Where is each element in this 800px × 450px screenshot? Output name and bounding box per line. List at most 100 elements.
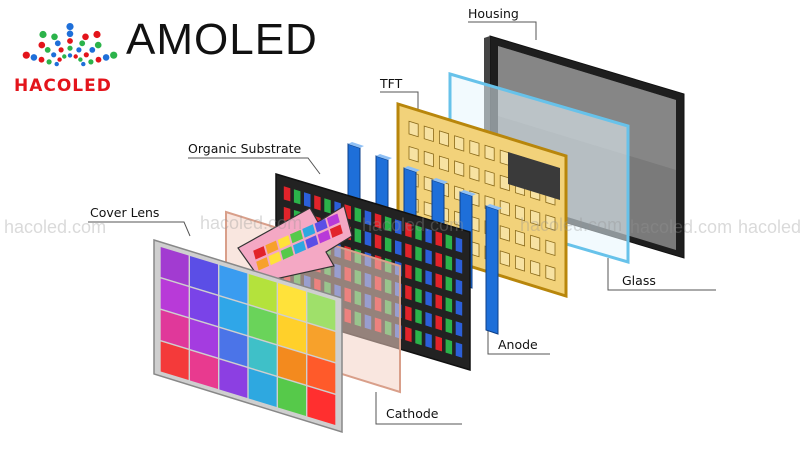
substrate-subpixel (455, 321, 463, 337)
logo-dot (78, 57, 83, 62)
lens-cell (248, 337, 277, 376)
logo-dot (66, 30, 74, 38)
brand-name: HACOLED (14, 76, 112, 96)
logo-dot (79, 40, 86, 47)
substrate-subpixel (405, 243, 412, 259)
logo-dot (88, 59, 94, 65)
label-cathode: Cathode (386, 406, 439, 421)
logo-dot (44, 47, 51, 53)
substrate-subpixel (324, 198, 331, 214)
lens-cell (307, 292, 336, 331)
lens-cell (190, 256, 218, 295)
tft-cell (545, 214, 556, 231)
arrow-cell (268, 251, 282, 266)
substrate-subpixel (435, 273, 442, 289)
substrate-subpixel (415, 267, 422, 283)
watermark-6: hacoled.com (738, 217, 800, 237)
logo-dot (54, 40, 61, 47)
arrow-cell (293, 240, 306, 255)
label-cover-lens: Cover Lens (90, 205, 160, 220)
lens-cell (219, 328, 248, 367)
substrate-subpixel (405, 285, 412, 301)
tft-leader (380, 91, 419, 112)
tft-cell (454, 135, 465, 152)
substrate-subpixel (425, 333, 432, 349)
substrate-subpixel (283, 206, 291, 223)
logo-dot (95, 56, 102, 63)
substrate-subpixel (455, 279, 463, 295)
substrate-subpixel (293, 189, 301, 205)
tft-cell (499, 199, 510, 217)
lens-cell (219, 265, 248, 304)
tft-cell (515, 229, 525, 247)
logo-dot (67, 45, 73, 51)
label-glass: Glass (622, 273, 656, 288)
tft-cell (423, 150, 434, 168)
substrate-subpixel (455, 237, 463, 253)
logo-dot (39, 30, 47, 39)
lens-cell (160, 341, 189, 380)
substrate-subpixel (455, 258, 463, 274)
substrate-subpixel (395, 240, 402, 256)
logo-dot (38, 56, 45, 63)
arrow-cell (326, 213, 340, 227)
anode-leader (487, 330, 550, 355)
substrate-subpixel (435, 231, 442, 247)
tft-cell (469, 139, 480, 157)
substrate-subpixel (445, 318, 453, 334)
anode-bar-top (348, 142, 364, 148)
arrow-cell (305, 235, 319, 249)
substrate-subpixel (425, 249, 432, 265)
lens-cell (278, 346, 306, 385)
label-anode: Anode (498, 337, 538, 352)
substrate-subpixel (435, 336, 442, 352)
substrate-subpixel (415, 225, 422, 241)
tft-cell (484, 169, 495, 187)
lens-cell (190, 319, 218, 358)
substrate-subpixel (405, 326, 412, 343)
logo-dot (76, 47, 82, 53)
logo-dot (57, 57, 62, 62)
anode-bar-top (404, 166, 420, 172)
substrate-subpixel (395, 219, 402, 235)
lens-cells (160, 247, 336, 425)
organic-substrate-leader (188, 157, 321, 175)
substrate-subpixel (384, 237, 392, 253)
arrow-cell (317, 229, 331, 244)
tft-cell (423, 125, 434, 143)
substrate-subpixel (374, 213, 382, 229)
substrate-subpixel (455, 300, 463, 316)
arrow-cell (302, 224, 316, 238)
substrate-subpixel (405, 264, 412, 280)
lens-cell (160, 310, 189, 349)
glass-leader (607, 258, 716, 291)
tft-cell (515, 255, 525, 272)
lens-cell (160, 278, 189, 317)
lens-cell (307, 323, 336, 362)
substrate-subpixel (354, 228, 362, 244)
watermark-3: hacoled.com (362, 215, 465, 235)
logo-dot (94, 41, 102, 49)
tft-chip (508, 152, 560, 200)
tft-cell (499, 174, 510, 192)
substrate-subpixel (445, 255, 453, 271)
substrate-subpixel (435, 315, 442, 331)
tft-cell (499, 225, 510, 242)
cover-lens-leader (88, 221, 191, 237)
logo-dot (51, 52, 57, 58)
watermark-1: hacoled.com (4, 217, 107, 237)
tft-cell (530, 209, 541, 227)
substrate-subpixel (314, 195, 321, 211)
arrow-cell (256, 257, 270, 271)
logo-dot (38, 41, 46, 49)
lens-cell (307, 386, 336, 425)
watermark-2: hacoled.com (200, 213, 303, 233)
arrow-cell (290, 229, 303, 244)
substrate-subpixel (425, 270, 432, 286)
substrate-subpixel (425, 228, 432, 244)
logo-dot (62, 54, 67, 59)
housing-leader (468, 21, 537, 40)
substrate-subpixel (415, 246, 422, 262)
logo-dot (46, 59, 52, 65)
